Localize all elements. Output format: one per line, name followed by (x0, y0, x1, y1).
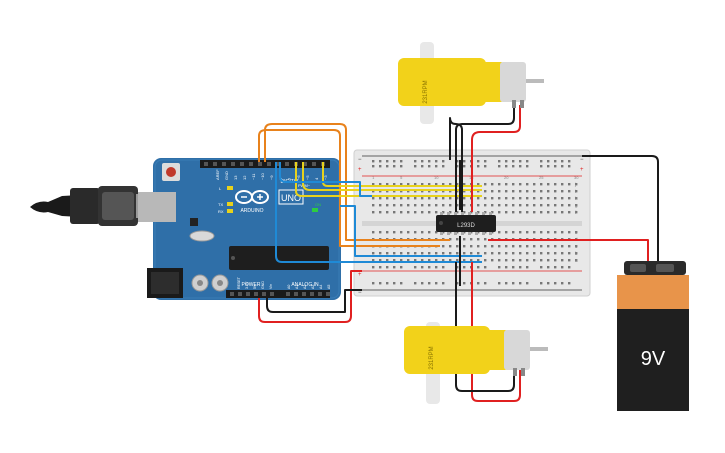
svg-text:7: 7 (287, 177, 292, 180)
pwm-label: PWM~ (298, 183, 311, 188)
minus-top-right: − (580, 157, 584, 163)
l-label: L (219, 186, 222, 191)
chip-label: L293D (457, 223, 475, 229)
svg-text:j: j (574, 182, 576, 187)
svg-text:~9: ~9 (269, 175, 274, 180)
wire-orange-1 (264, 123, 450, 241)
model-label: UNO (281, 193, 301, 203)
usb-jack (138, 192, 176, 222)
svg-text:13: 13 (233, 175, 238, 180)
arduino-uno-board[interactable]: ARDUINO UNO DIGITAL PWM~ ANALOG IN POWER… (138, 158, 341, 300)
brand-label: ARDUINO (240, 208, 263, 214)
battery-terminal-negative (630, 264, 646, 272)
wire-black-gnd (266, 289, 362, 313)
svg-text:h: h (575, 196, 578, 201)
wire-blue-3 (340, 205, 482, 257)
wire-red-battery (488, 239, 649, 262)
rx-label: RX (218, 209, 224, 214)
atmega-chip (229, 246, 329, 270)
svg-text:AREF: AREF (215, 169, 220, 180)
column-number: 30 (574, 175, 579, 180)
svg-text:~3: ~3 (323, 175, 328, 180)
motor-bottom-label: 231RPM (429, 346, 435, 369)
plus-top-right: + (580, 167, 584, 173)
svg-text:b: b (575, 251, 578, 256)
on-label: ON (315, 202, 321, 207)
motor-top-label: 231RPM (423, 80, 429, 103)
on-led (312, 208, 318, 212)
wire-black-motor-top (455, 105, 515, 212)
column-number: 5 (400, 175, 403, 180)
battery-terminal-positive (656, 264, 674, 272)
svg-text:A4: A4 (319, 285, 323, 289)
dc-motor-top[interactable]: 231RPM (398, 42, 544, 124)
svg-text:GND: GND (224, 171, 229, 180)
svg-text:f: f (575, 210, 577, 215)
wire-black-motor-top-a (449, 117, 463, 212)
plus-top: + (358, 167, 362, 173)
svg-text:a: a (575, 258, 578, 263)
svg-text:5V: 5V (253, 284, 257, 289)
analog-label: ANALOG IN (291, 282, 319, 288)
column-number: 10 (434, 175, 439, 180)
svg-text:A0: A0 (287, 285, 291, 289)
digital-pin-labels: AREF GND 13 12 ~11 ~10 ~9 8 7 ~6 ~5 4 ~3 (215, 169, 328, 180)
l293d-chip[interactable]: L293D (436, 212, 496, 235)
svg-text:GND: GND (261, 281, 265, 289)
column-number: 25 (539, 175, 544, 180)
svg-text:A3: A3 (311, 285, 315, 289)
wire-black-battery (582, 155, 659, 262)
wire-yellow-1 (302, 162, 482, 191)
svg-text:i: i (575, 189, 576, 194)
digital-header[interactable] (200, 160, 330, 168)
wires[interactable] (258, 105, 659, 402)
minus-top: − (358, 157, 362, 163)
tx-led (227, 202, 233, 206)
rx-led (227, 209, 233, 213)
tx-label: TX (218, 202, 223, 207)
svg-text:g: g (575, 203, 578, 208)
wire-red-power (258, 270, 362, 323)
wire-red-motor-top (471, 105, 521, 212)
minus-bottom: − (358, 290, 362, 296)
svg-text:A2: A2 (303, 285, 307, 289)
svg-text:e: e (575, 230, 578, 235)
svg-text:RESET: RESET (237, 276, 241, 289)
power-pin-labels: RESET 3.3V 5V GND Vin A0 A1 A2 A3 A4 A5 (237, 276, 331, 289)
svg-text:~5: ~5 (305, 175, 310, 180)
wire-blue-2 (275, 162, 482, 263)
column-number: 20 (504, 175, 509, 180)
svg-text:4: 4 (314, 177, 319, 180)
column-number: 1 (372, 175, 375, 180)
svg-text:~10: ~10 (260, 172, 265, 180)
battery-9v[interactable]: 9V (617, 261, 689, 411)
wire-black-motor-bottom (455, 262, 515, 392)
svg-text:~11: ~11 (251, 173, 256, 180)
wire-yellow-2 (295, 162, 482, 197)
svg-text:A1: A1 (295, 285, 299, 289)
plus-bottom: + (358, 272, 362, 278)
svg-text:~6: ~6 (296, 175, 301, 180)
l-led (227, 186, 233, 190)
dc-motor-bottom[interactable]: 231RPM (404, 322, 548, 404)
svg-text:A5: A5 (327, 285, 331, 289)
svg-text:12: 12 (242, 175, 247, 180)
wire-blue-1 (279, 162, 372, 197)
svg-text:Vin: Vin (269, 284, 273, 289)
wire-orange-2 (258, 129, 440, 247)
wire-red-motor-bottom (471, 262, 521, 402)
svg-text:3.3V: 3.3V (245, 281, 249, 289)
svg-text:c: c (575, 244, 578, 249)
battery-label: 9V (641, 348, 666, 370)
power-analog-header[interactable] (226, 290, 330, 298)
arduino-logo (235, 190, 269, 204)
power-label: POWER (242, 282, 261, 288)
